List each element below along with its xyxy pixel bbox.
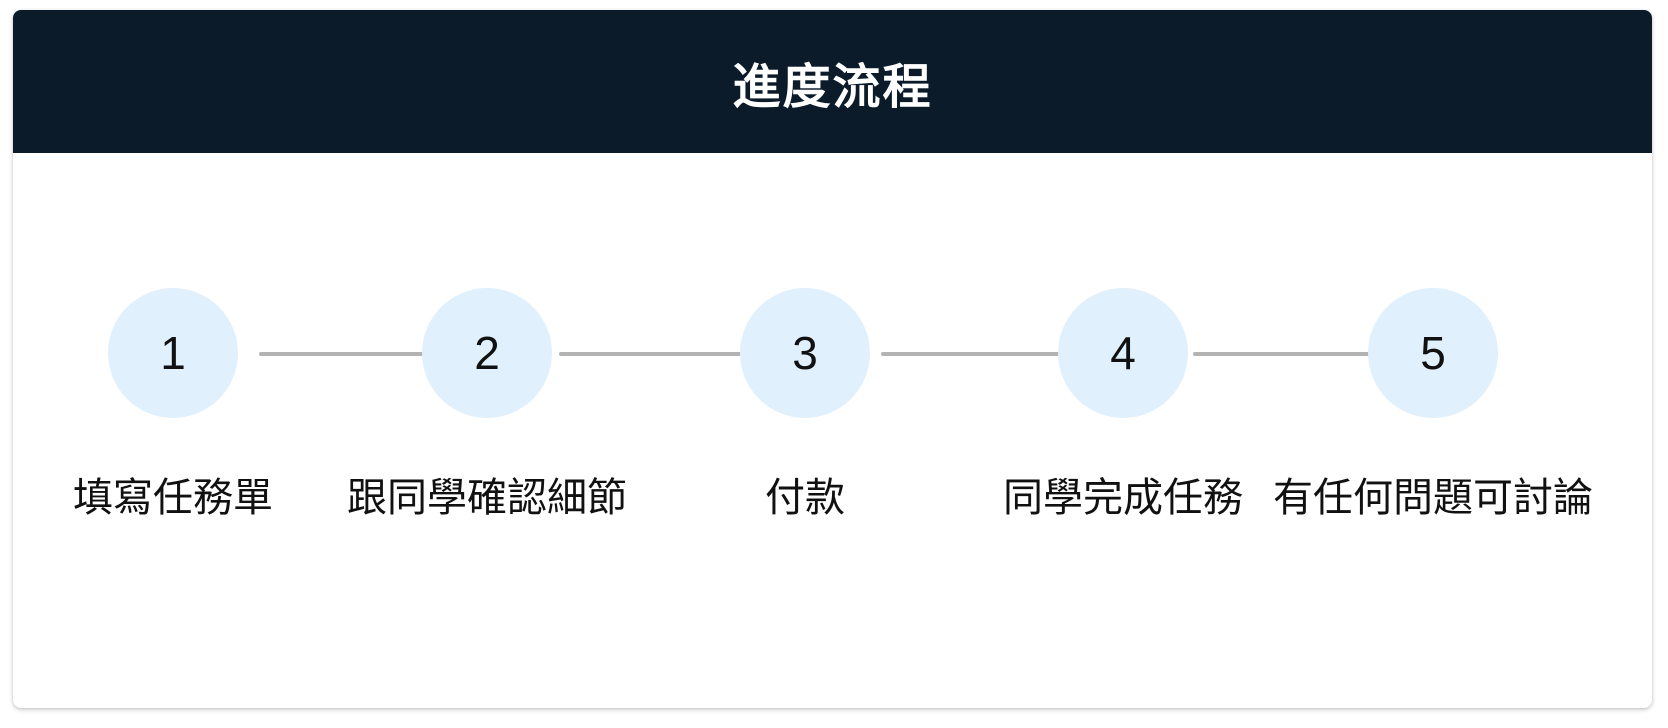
step-number: 3 [792, 327, 818, 379]
step-label: 同學完成任務 [1003, 475, 1243, 521]
page-title: 進度流程 [732, 58, 933, 115]
step-number: 4 [1110, 327, 1136, 379]
step-connector [559, 352, 741, 356]
step-label: 跟同學確認細節 [347, 475, 627, 521]
step-connector [259, 352, 431, 356]
step-label: 付款 [765, 475, 845, 521]
card-header: 進度流程 [13, 10, 1652, 153]
step-number: 2 [474, 327, 500, 379]
step-number: 5 [1420, 327, 1446, 379]
step-connector [881, 352, 1065, 356]
step-circle: 3 [740, 288, 870, 418]
step-circle: 5 [1368, 288, 1498, 418]
steps-track: 1 填寫任務單 2 跟同學確認細節 3 付款 4 同學完成任務 5 [13, 10, 1652, 708]
progress-card: 進度流程 1 填寫任務單 2 跟同學確認細節 3 付款 4 [13, 10, 1652, 708]
step-circle: 4 [1058, 288, 1188, 418]
step-label: 有任何問題可討論 [1273, 475, 1593, 521]
step-connector [1193, 352, 1375, 356]
step-number: 1 [160, 327, 186, 379]
step-circle: 2 [422, 288, 552, 418]
step-circle: 1 [108, 288, 238, 418]
step-label: 填寫任務單 [73, 475, 273, 521]
